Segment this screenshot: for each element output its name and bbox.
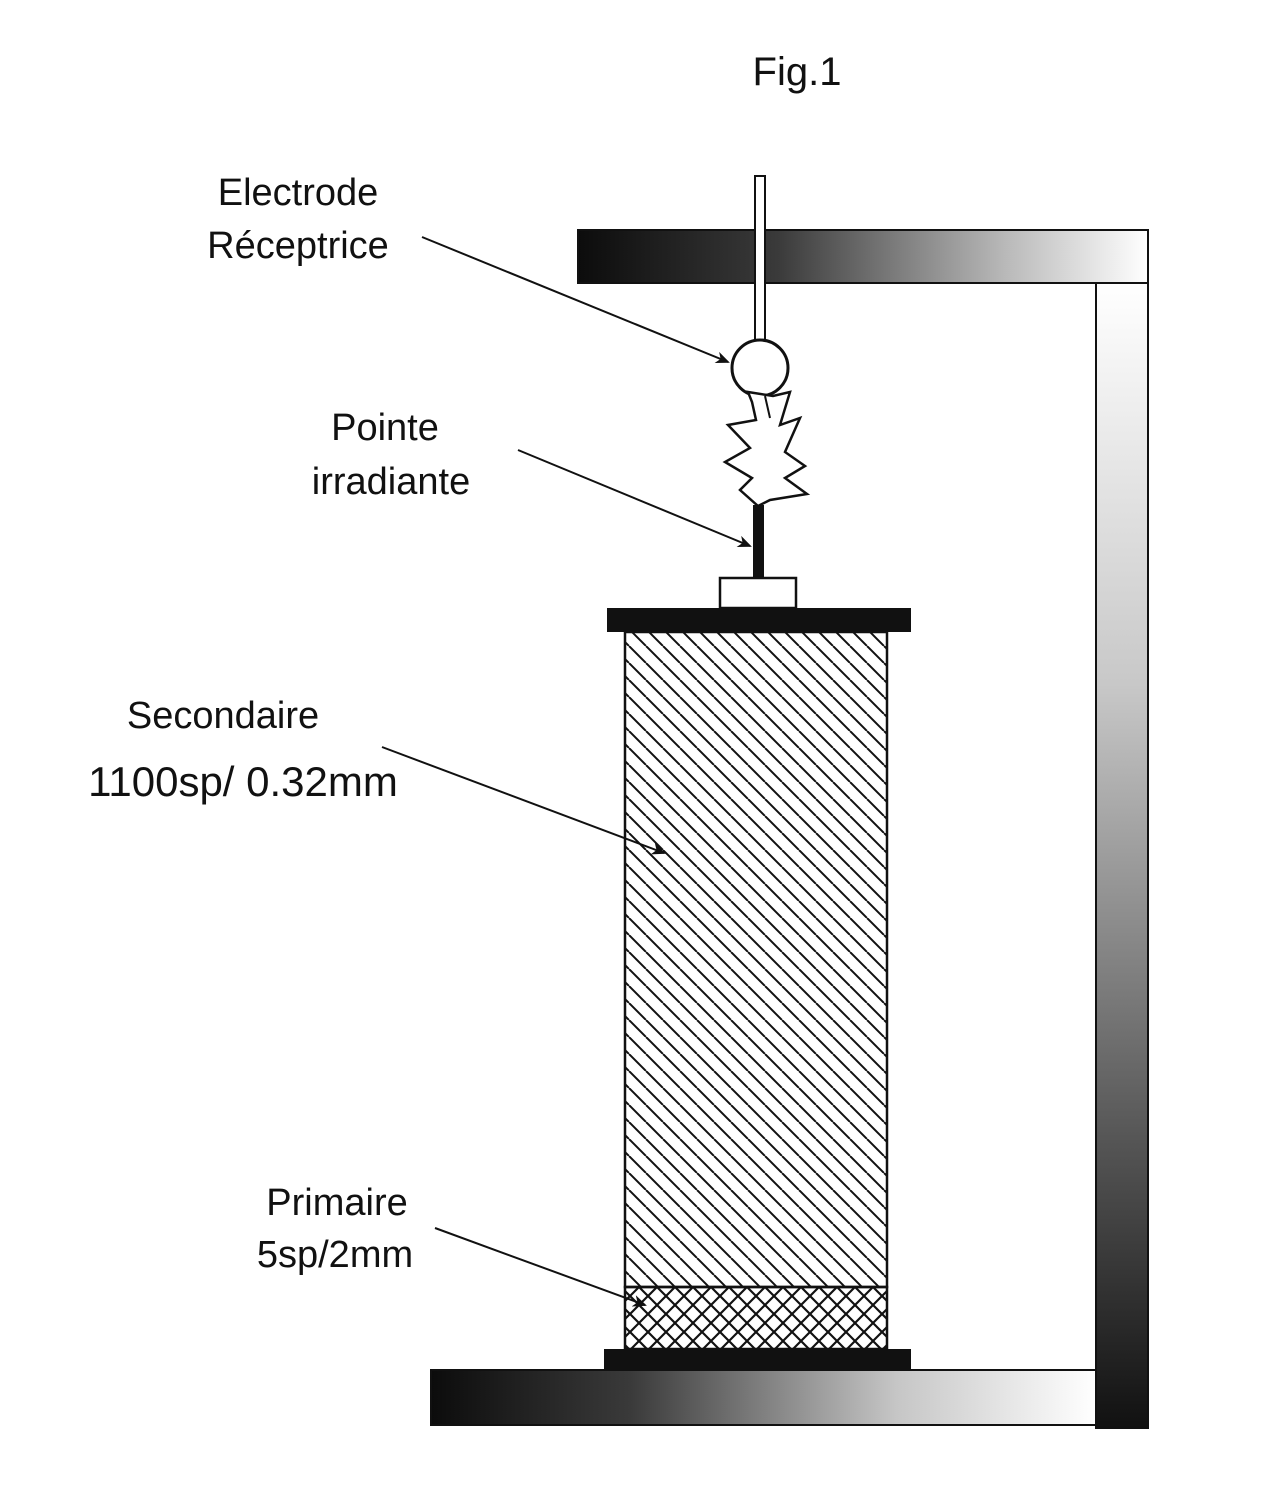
arrow-pointe	[517, 449, 752, 547]
primary-winding	[623, 1285, 889, 1351]
label-secondaire-line2: 1100sp/ 0.32mm	[88, 758, 398, 805]
coil-bottom-cap	[604, 1349, 911, 1371]
frame-top-beam	[577, 229, 1149, 284]
arrow-electrode	[421, 236, 730, 364]
label-pointe-line2: irradiante	[312, 461, 470, 503]
spark-icon	[722, 390, 811, 508]
label-electrode-line1: Electrode	[218, 172, 379, 214]
label-pointe-line1: Pointe	[331, 407, 439, 449]
point-mount-block	[718, 576, 798, 610]
label-electrode-line2: Réceptrice	[207, 225, 389, 267]
label-primaire-line2: 5sp/2mm	[257, 1234, 413, 1276]
frame-base	[430, 1369, 1097, 1426]
arrow-primaire	[434, 1227, 647, 1307]
frame-post	[1095, 282, 1149, 1429]
arrow-secondaire	[381, 746, 666, 855]
spark-inner-line	[764, 395, 771, 419]
coil-top-cap	[607, 608, 911, 632]
figure-title: Fig.1	[753, 50, 842, 94]
electrode-rod	[754, 175, 766, 347]
emitting-point	[753, 505, 764, 580]
secondary-winding	[623, 630, 889, 1289]
label-secondaire-line1: Secondaire	[127, 695, 319, 737]
electrode-sphere	[730, 338, 790, 398]
label-primaire-line1: Primaire	[266, 1182, 407, 1224]
